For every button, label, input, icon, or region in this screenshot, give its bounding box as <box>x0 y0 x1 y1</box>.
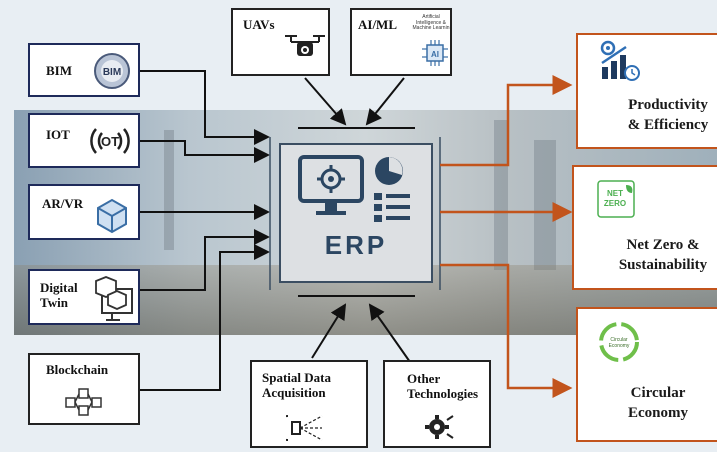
ar-vr-icon <box>97 198 127 234</box>
drone-icon <box>285 35 325 56</box>
productivity-box: Productivity & Efficiency <box>576 33 717 149</box>
svg-text:BIM: BIM <box>103 67 121 78</box>
svg-text:ZERO: ZERO <box>604 199 626 208</box>
bim-label: BIM <box>46 63 72 78</box>
circular-economy-icon: Circular Economy <box>599 322 639 362</box>
erp-label: ERP <box>324 230 388 260</box>
iot-box: IOT OT <box>28 113 140 168</box>
spatial-data-box: Spatial Data Acquisition <box>250 360 368 448</box>
ai-ml-label: AI/ML <box>358 17 397 32</box>
blockchain-box: Blockchain <box>28 353 140 425</box>
blockchain-icon <box>65 388 102 416</box>
iot-icon: OT <box>90 128 130 154</box>
digital-twin-label: Digital Twin <box>40 280 78 310</box>
bim-icon: BIM <box>94 53 130 89</box>
uavs-box: UAVs <box>231 8 330 76</box>
erp-panel: ERP <box>279 143 433 283</box>
growth-chart-icon <box>600 40 640 81</box>
svg-text:Economy: Economy <box>609 343 630 349</box>
circular-economy-box: Circular Economy Circular Economy <box>576 307 717 442</box>
digital-twin-box: Digital Twin <box>28 269 140 325</box>
ai-ml-sublabel: Artificial Intelligence & Machine Learni… <box>412 14 450 31</box>
ai-ml-box: AI/ML Artificial Intelligence & Machine … <box>350 8 452 76</box>
iot-label: IOT <box>46 127 70 142</box>
gear-icon <box>425 415 454 439</box>
spatial-data-label: Spatial Data Acquisition <box>262 370 331 400</box>
net-zero-box: NET ZERO Net Zero & Sustainability <box>572 165 717 290</box>
net-zero-label: Net Zero & Sustainability <box>618 237 708 274</box>
svg-text:Circular: Circular <box>610 337 628 343</box>
svg-text:AI: AI <box>431 50 439 59</box>
ar-vr-label: AR/VR <box>42 196 84 211</box>
other-tech-box: Other Technologies <box>383 360 491 448</box>
net-zero-icon: NET ZERO <box>597 180 635 218</box>
scanner-icon <box>286 415 323 441</box>
digital-twin-icon <box>95 276 133 321</box>
computer-gear-icon <box>298 155 410 222</box>
uavs-label: UAVs <box>243 17 275 32</box>
bim-box: BIM BIM <box>28 43 140 97</box>
other-tech-label: Other Technologies <box>407 371 479 401</box>
svg-text:OT: OT <box>101 134 119 149</box>
blockchain-label: Blockchain <box>46 362 109 377</box>
ai-chip-icon: AI <box>422 40 448 66</box>
svg-text:NET: NET <box>607 189 623 198</box>
productivity-label: Productivity & Efficiency <box>627 97 709 134</box>
circular-economy-label: Circular Economy <box>628 385 688 422</box>
ar-vr-box: AR/VR <box>28 184 140 240</box>
